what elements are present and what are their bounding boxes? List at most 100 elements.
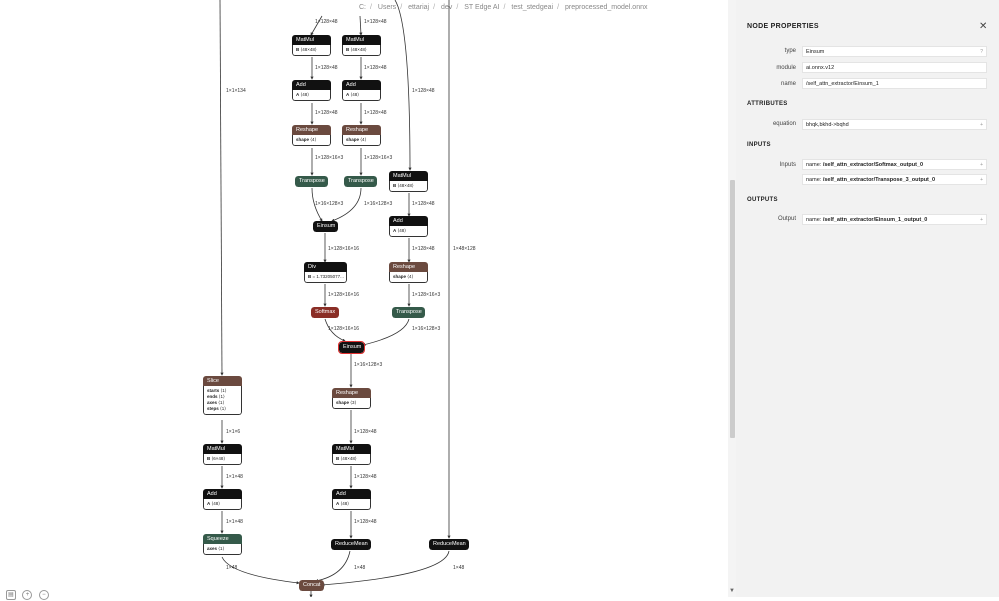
node-title: Slice bbox=[203, 376, 242, 386]
attr-name: shape bbox=[336, 400, 350, 405]
node-title: Div bbox=[304, 262, 347, 272]
node-einsum-selected[interactable]: Einsum bbox=[338, 341, 365, 354]
edge-label: 1×16×128×3 bbox=[315, 201, 344, 207]
type-label: type bbox=[784, 48, 796, 54]
node-reshape[interactable]: Reshape shape ⟨3⟩ bbox=[332, 388, 371, 409]
output-field[interactable]: name: /self_attn_extractor/Einsum_1_outp… bbox=[802, 214, 987, 225]
type-field[interactable]: Einsum ? bbox=[802, 46, 987, 57]
edge-label: 1×128×48 bbox=[412, 246, 435, 252]
module-field[interactable]: ai.onnx.v12 bbox=[802, 62, 987, 73]
edge-label: 1×128×16×3 bbox=[364, 155, 393, 161]
breadcrumb-item[interactable]: ettariaj bbox=[408, 4, 430, 11]
attr-name: B bbox=[296, 47, 300, 52]
edge-label: 1×48 bbox=[354, 565, 366, 571]
graph-edges bbox=[219, 0, 451, 597]
node-add[interactable]: Add A ⟨48⟩ bbox=[203, 489, 242, 510]
node-title: Add bbox=[203, 489, 242, 499]
attr-value: ⟨48⟩ bbox=[350, 92, 360, 97]
attr-name: A bbox=[207, 501, 211, 506]
node-title: Reshape bbox=[332, 388, 371, 398]
node-slice[interactable]: Slice starts ⟨1⟩ ends ⟨1⟩ axes ⟨1⟩ steps… bbox=[203, 376, 242, 415]
edge-label: 1×128×16×3 bbox=[412, 292, 441, 298]
node-title: Einsum bbox=[313, 221, 338, 232]
attr-value: ⟨48×48⟩ bbox=[300, 47, 317, 52]
input-field[interactable]: name: /self_attn_extractor/Transpose_3_o… bbox=[802, 174, 987, 185]
expand-icon[interactable]: + bbox=[980, 122, 983, 128]
expand-icon[interactable]: + bbox=[980, 177, 983, 183]
node-title: Squeeze bbox=[203, 534, 242, 544]
attr-value: ⟨1⟩ bbox=[220, 388, 227, 393]
edge bbox=[331, 187, 362, 222]
breadcrumb-item[interactable]: ST Edge AI bbox=[464, 4, 500, 11]
node-reshape[interactable]: Reshape shape ⟨4⟩ bbox=[389, 262, 428, 283]
breadcrumb-item[interactable]: Users bbox=[377, 4, 397, 11]
scrollbar-thumb[interactable] bbox=[730, 180, 735, 438]
edge-label: 1×128×16×16 bbox=[328, 326, 360, 332]
node-add[interactable]: Add A ⟨48⟩ bbox=[292, 80, 331, 101]
zoom-out-icon[interactable]: − bbox=[38, 590, 49, 600]
node-einsum[interactable]: Einsum bbox=[313, 221, 338, 232]
edge bbox=[310, 15, 323, 36]
attr-value: ⟨1⟩ bbox=[218, 400, 225, 405]
input-field[interactable]: name: /self_attn_extractor/Softmax_outpu… bbox=[802, 159, 987, 170]
panel-title: NODE PROPERTIES bbox=[747, 23, 819, 30]
node-title: Reshape bbox=[342, 125, 381, 135]
node-reducemean[interactable]: ReduceMean bbox=[331, 539, 371, 550]
edge-label: 1×128×16×3 bbox=[315, 155, 344, 161]
breadcrumb-item[interactable]: test_stedgeai bbox=[511, 4, 554, 11]
node-reshape[interactable]: Reshape shape ⟨4⟩ bbox=[292, 125, 331, 146]
node-add[interactable]: Add A ⟨48⟩ bbox=[342, 80, 381, 101]
attr-value: ⟨4⟩ bbox=[310, 137, 317, 142]
breadcrumb-item[interactable]: preprocessed_model.onnx bbox=[564, 4, 648, 11]
name-field[interactable]: /self_attn_extractor/Einsum_1 bbox=[802, 78, 987, 89]
edge-label: 1×1×48 bbox=[226, 474, 243, 480]
node-concat[interactable]: Concat bbox=[299, 580, 324, 591]
node-squeeze[interactable]: Squeeze axes ⟨1⟩ bbox=[203, 534, 242, 555]
breadcrumb-item[interactable]: dev bbox=[441, 4, 453, 11]
node-matmul[interactable]: MatMul B ⟨48×48⟩ bbox=[389, 171, 428, 192]
node-reshape[interactable]: Reshape shape ⟨4⟩ bbox=[342, 125, 381, 146]
edge-label: 1×1×134 bbox=[226, 88, 246, 94]
attr-name: B bbox=[207, 456, 211, 461]
node-matmul[interactable]: MatMul B ⟨48×48⟩ bbox=[332, 444, 371, 465]
node-add[interactable]: Add A ⟨48⟩ bbox=[389, 216, 428, 237]
edge-label: 1×128×48 bbox=[315, 65, 338, 71]
attr-value: ⟨48×48⟩ bbox=[340, 456, 357, 461]
attr-name: axes bbox=[207, 546, 218, 551]
edge-label: 1×128×48 bbox=[364, 19, 387, 25]
equation-field[interactable]: bhqk,bkhd->bqhd + bbox=[802, 119, 987, 130]
node-matmul[interactable]: MatMul B ⟨48×48⟩ bbox=[342, 35, 381, 56]
zoom-in-icon[interactable]: + bbox=[22, 590, 33, 600]
node-transpose[interactable]: Transpose bbox=[295, 176, 328, 187]
node-matmul[interactable]: MatMul B ⟨6×48⟩ bbox=[203, 444, 242, 465]
node-div[interactable]: Div B = 1.73205077... bbox=[304, 262, 347, 283]
fit-icon[interactable]: ▤ bbox=[6, 590, 16, 600]
edge-label: 1×16×128×3 bbox=[354, 362, 383, 368]
expand-icon[interactable]: + bbox=[980, 217, 983, 223]
edge bbox=[394, 0, 412, 171]
node-transpose[interactable]: Transpose bbox=[392, 307, 425, 318]
expand-icon[interactable]: + bbox=[980, 162, 983, 168]
node-reducemean[interactable]: ReduceMean bbox=[429, 539, 469, 550]
type-value: Einsum bbox=[806, 49, 825, 55]
scroll-down-icon[interactable]: ▼ bbox=[729, 588, 735, 594]
attr-value: ⟨4⟩ bbox=[407, 274, 414, 279]
breadcrumb-item[interactable]: C: bbox=[359, 4, 366, 11]
node-title: Reshape bbox=[389, 262, 428, 272]
node-add[interactable]: Add A ⟨48⟩ bbox=[332, 489, 371, 510]
node-softmax[interactable]: Softmax bbox=[311, 307, 339, 318]
attr-name: shape bbox=[296, 137, 310, 142]
close-icon[interactable]: ✕ bbox=[979, 21, 988, 32]
node-title: Transpose bbox=[344, 176, 377, 187]
node-matmul[interactable]: MatMul B ⟨48×48⟩ bbox=[292, 35, 331, 56]
node-transpose[interactable]: Transpose bbox=[344, 176, 377, 187]
input-value: /self_attn_extractor/Softmax_output_0 bbox=[822, 162, 924, 168]
edge bbox=[315, 550, 351, 583]
attr-name: B bbox=[393, 183, 397, 188]
input-value: /self_attn_extractor/Transpose_3_output_… bbox=[822, 177, 936, 183]
graph-canvas[interactable]: 1×128×48 1×128×48 1×128×48 1×128×48 1×1×… bbox=[0, 0, 728, 597]
attr-name: ends bbox=[207, 394, 218, 399]
attr-value: = 1.73205077... bbox=[312, 274, 344, 279]
output-prefix: name: bbox=[806, 217, 822, 223]
help-icon[interactable]: ? bbox=[980, 49, 983, 55]
